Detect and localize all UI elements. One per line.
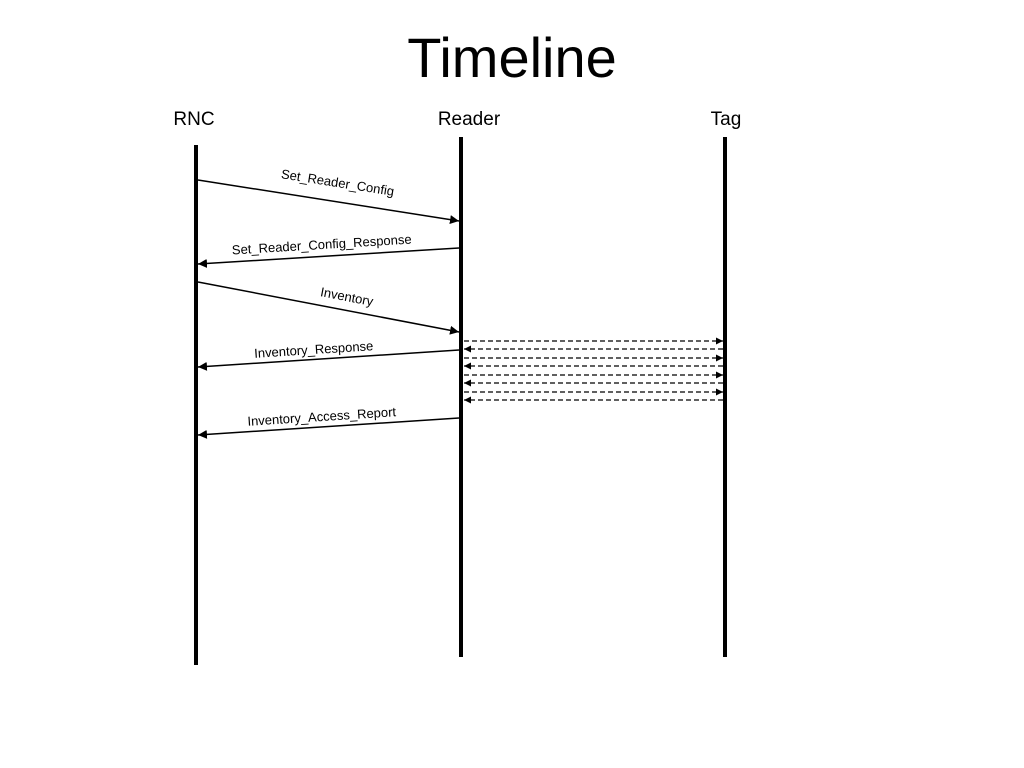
slide-title: Timeline (407, 26, 617, 89)
lane-label-tag: Tag (710, 109, 742, 130)
message-arrow-inventory-access-report (197, 417, 460, 439)
lane-label-reader: Reader (437, 109, 501, 130)
message-label-inventory: Inventory (319, 284, 375, 309)
message-label-set-reader-config-response: Set_Reader_Config_Response (231, 232, 412, 258)
message-arrow-set-reader-config-response (197, 247, 460, 268)
message-label-inventory-access-report: Inventory_Access_Report (247, 404, 397, 429)
message-arrow-inventory (197, 281, 460, 335)
lane-label-rnc: RNC (173, 109, 215, 130)
message-arrow-inventory-response (197, 349, 460, 371)
message-label-set-reader-config: Set_Reader_Config (280, 166, 395, 198)
reader-tag-exchange (464, 337, 723, 404)
message-arrow-set-reader-config (197, 179, 460, 225)
